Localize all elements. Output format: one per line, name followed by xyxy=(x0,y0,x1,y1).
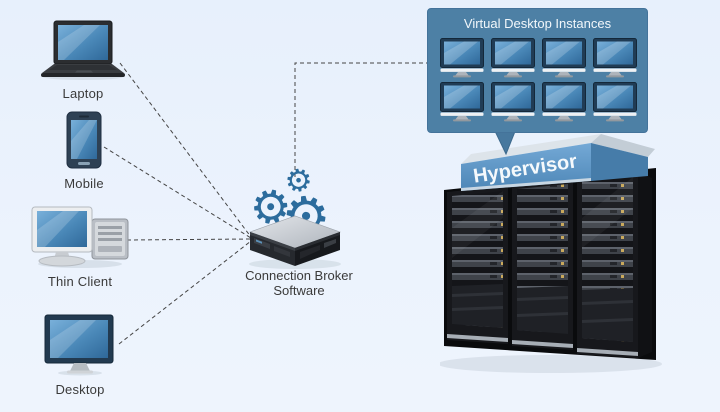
broker-label-line2: Software xyxy=(273,283,325,298)
laptop-icon xyxy=(41,20,125,80)
vdi-monitor-icon xyxy=(491,82,535,122)
vdi-panel-title: Virtual Desktop Instances xyxy=(463,16,612,31)
client-thin-client: Thin Client xyxy=(27,206,133,289)
vdi-monitor-icon xyxy=(593,38,637,78)
connector-desktop-broker xyxy=(118,240,252,345)
vdi-panel: Virtual Desktop Instances xyxy=(427,8,648,133)
vdi-monitor-icon xyxy=(440,82,484,122)
thin-client-label: Thin Client xyxy=(47,274,113,289)
connector-thinclient-broker xyxy=(126,238,252,241)
desktop-label: Desktop xyxy=(55,382,105,397)
vdi-monitor-icon xyxy=(491,38,535,78)
broker-appliance-icon xyxy=(246,212,344,270)
connector-laptop-broker xyxy=(119,62,252,238)
client-desktop: Desktop xyxy=(27,314,133,397)
vdi-grid xyxy=(428,38,647,122)
hypervisor-unit: Hypervisor xyxy=(440,128,662,378)
mobile-label: Mobile xyxy=(64,176,104,191)
vdi-monitor-icon xyxy=(440,38,484,78)
hypervisor-racks-icon: Hypervisor xyxy=(440,128,662,373)
client-laptop: Laptop xyxy=(30,20,136,101)
broker-label-line1: Connection Broker xyxy=(245,268,353,283)
client-mobile: Mobile xyxy=(54,111,114,191)
vdi-monitor-icon xyxy=(593,82,637,122)
mobile-icon xyxy=(66,111,102,169)
vdi-monitor-icon xyxy=(542,38,586,78)
connector-mobile-broker xyxy=(103,146,252,239)
desktop-icon xyxy=(44,314,114,376)
connector-broker-vdi xyxy=(294,62,428,177)
broker-label: Connection Broker Software xyxy=(238,268,360,298)
thin-client-icon xyxy=(31,206,129,268)
vdi-monitor-icon xyxy=(542,82,586,122)
laptop-label: Laptop xyxy=(62,86,104,101)
